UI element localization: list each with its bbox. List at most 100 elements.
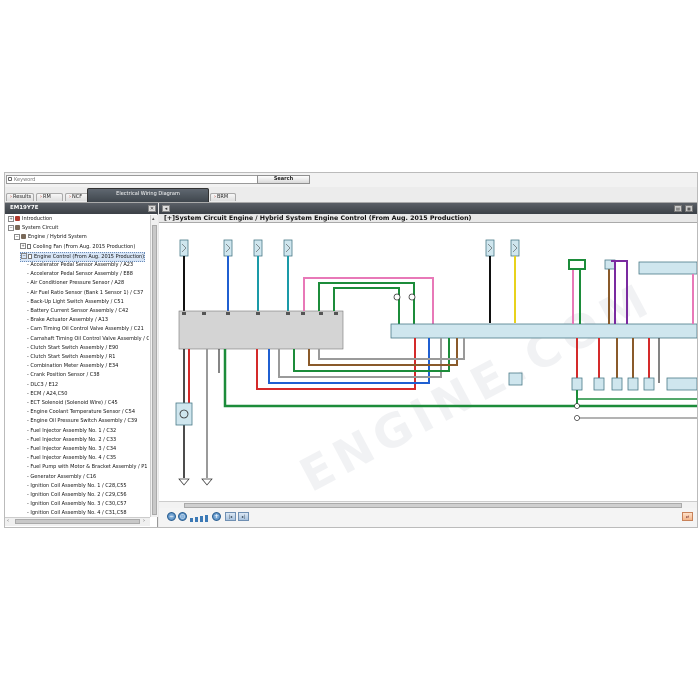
tree-item[interactable]: - Accelerator Pedal Sensor Assembly / A2…: [27, 261, 133, 269]
ecm-pin: [226, 312, 230, 315]
tree-item-label: - Engine Coolant Temperature Sensor / C5…: [27, 409, 136, 416]
wire-gray: [278, 338, 442, 378]
tab-results[interactable]: ›Results: [6, 193, 34, 201]
app-window: Search ›Results ›RM › NCF Electrical Wiri…: [4, 172, 698, 528]
tab-bar: ›Results ›RM › NCF Electrical Wiring Diag…: [5, 187, 697, 203]
connector-box: [666, 377, 697, 391]
tree-item[interactable]: - Engine Oil Pressure Switch Assembly / …: [27, 417, 137, 425]
close-icon[interactable]: ✕: [148, 205, 156, 212]
connector-box: [508, 372, 523, 386]
search-button[interactable]: Search: [257, 175, 310, 184]
expand-icon[interactable]: +: [20, 243, 26, 250]
tree-item[interactable]: - DLC3 / E12: [27, 381, 58, 389]
collapse-icon[interactable]: −: [21, 253, 27, 260]
book-icon: [21, 234, 26, 240]
tree-item[interactable]: - Accelerator Pedal Sensor Assembly / E8…: [27, 270, 133, 278]
sensor-symbol: [179, 409, 189, 419]
vertical-scrollbar[interactable]: ▴: [150, 215, 158, 517]
tree-item[interactable]: - Brake Actuator Assembly / A13: [27, 316, 108, 324]
tree-item[interactable]: - ECT Solenoid (Solenoid Wire) / C45: [27, 399, 118, 407]
tree-item-label: - ECM / A24,C50: [27, 390, 68, 397]
tree-item-label: - Fuel Pump with Motor & Bracket Assembl…: [27, 464, 148, 471]
tree-item[interactable]: - Ignition Coil Assembly No. 2 / C29,C56: [27, 491, 127, 499]
tree-item-label: - Cam Timing Oil Control Valve Assembly …: [27, 326, 144, 333]
tree-item[interactable]: −Engine / Hybrid System: [14, 233, 87, 241]
ecm-pin: [301, 312, 305, 315]
tree-item[interactable]: - Battery Current Sensor Assembly / C42: [27, 307, 128, 315]
tab-rm[interactable]: ›RM: [36, 193, 63, 201]
scroll-thumb[interactable]: [15, 519, 140, 524]
tree-item[interactable]: - Fuel Injector Assembly No. 1 / C32: [27, 427, 116, 435]
tree-item[interactable]: - Engine Coolant Temperature Sensor / C5…: [27, 408, 135, 416]
help-icon[interactable]: ⇄: [682, 512, 693, 521]
diagram-horizontal-scrollbar[interactable]: [159, 501, 697, 509]
zoom-level-bar[interactable]: [195, 517, 198, 522]
tree-item[interactable]: − System Circuit: [8, 224, 58, 232]
tree-item-label: - Crank Position Sensor / C38: [27, 372, 100, 379]
tree-item[interactable]: - Ignition Coil Assembly No. 3 / C30,C57: [27, 500, 127, 508]
save-icon[interactable]: ▦: [685, 205, 693, 212]
print-icon[interactable]: ▤: [674, 205, 682, 212]
zoom-level-bar[interactable]: [190, 518, 193, 522]
tree-item-label: - Generator Assembly / C16: [27, 473, 97, 480]
zoom-level-bar[interactable]: [200, 516, 203, 522]
tree-item[interactable]: - Fuel Pump with Motor & Bracket Assembl…: [27, 463, 147, 471]
ground-symbol: [178, 478, 190, 486]
wire-red: [256, 338, 416, 390]
tree-item[interactable]: - Air Conditioner Pressure Sensor / A28: [27, 279, 124, 287]
tab-label: NCF: [72, 194, 83, 200]
tree-item[interactable]: - Ignition Coil Assembly No. 1 / C28,C55: [27, 482, 127, 490]
chevron-right-icon[interactable]: ›: [143, 518, 145, 524]
fuse-box: [223, 239, 233, 257]
tree-item[interactable]: - Combination Meter Assembly / E34: [27, 362, 118, 370]
wiring-diagram[interactable]: ENGINE.COM: [159, 223, 697, 504]
tree-item[interactable]: +Introduction: [8, 215, 52, 223]
search-field[interactable]: [6, 175, 280, 184]
tree-item[interactable]: - ECM / A24,C50: [27, 390, 67, 398]
scroll-thumb[interactable]: [184, 503, 682, 508]
tree-item-label: - Ignition Coil Assembly No. 3 / C30,C57: [27, 501, 127, 508]
tree-item[interactable]: - Ignition Coil Assembly No. 4 / C31,C58: [27, 509, 127, 517]
tab-brm[interactable]: ›BRM: [210, 193, 236, 201]
page-icon: [27, 243, 31, 249]
first-page-icon[interactable]: |◂: [225, 512, 236, 521]
expand-icon[interactable]: +: [8, 215, 14, 222]
zoom-in-icon[interactable]: +: [212, 512, 221, 521]
tree-item[interactable]: - Fuel Injector Assembly No. 2 / C33: [27, 436, 116, 444]
last-page-icon[interactable]: ▸|: [238, 512, 249, 521]
tree-item-label: - Back-Up Light Switch Assembly / C51: [27, 298, 124, 305]
fuse-box: [510, 239, 520, 257]
tree-item[interactable]: +Cooling Fan (From Aug. 2015 Production): [20, 243, 135, 251]
tree-item[interactable]: −Engine Control (From Aug. 2015 Producti…: [20, 251, 146, 262]
search-input[interactable]: [14, 176, 274, 183]
collapse-icon[interactable]: −: [8, 224, 14, 231]
tree-item[interactable]: - Cam Timing Oil Control Valve Assembly …: [27, 325, 144, 333]
collapse-icon[interactable]: −: [14, 233, 20, 240]
diagram-toolbar: ◂ ▤ ▦: [159, 203, 697, 214]
scroll-thumb[interactable]: [152, 225, 157, 515]
search-bar: Search: [5, 173, 697, 187]
back-button[interactable]: ◂: [162, 205, 170, 212]
zoom-reset-icon[interactable]: ○: [178, 512, 187, 521]
ecm-pin: [182, 312, 186, 315]
tree-item-label: System Circuit: [22, 225, 59, 232]
chevron-left-icon[interactable]: ‹: [7, 518, 9, 524]
tree-item[interactable]: - Generator Assembly / C16: [27, 473, 96, 481]
tree-item[interactable]: - Clutch Start Switch Assembly / R1: [27, 353, 115, 361]
horizontal-scrollbar[interactable]: ‹ ›: [5, 517, 150, 526]
tree-item[interactable]: - Fuel Injector Assembly No. 3 / C34: [27, 445, 116, 453]
tree-item[interactable]: - Clutch Start Switch Assembly / E90: [27, 344, 118, 352]
chevron-right-icon: ›: [10, 194, 12, 200]
zoom-level-bar[interactable]: [205, 515, 208, 522]
tree-item[interactable]: - Fuel Injector Assembly No. 4 / C35: [27, 454, 116, 462]
tree-item[interactable]: - Air Fuel Ratio Sensor (Bank 1 Sensor 1…: [27, 289, 143, 297]
tree-item[interactable]: - Camshaft Timing Oil Control Valve Asse…: [27, 335, 149, 343]
tree-item[interactable]: - Crank Position Sensor / C38: [27, 371, 100, 379]
tab-electrical-wiring-diagram[interactable]: Electrical Wiring Diagram: [87, 188, 209, 202]
connector-box: [643, 377, 655, 391]
ecm-block: [178, 310, 344, 350]
tree-item[interactable]: - Back-Up Light Switch Assembly / C51: [27, 298, 124, 306]
chevron-up-icon[interactable]: ▴: [152, 216, 155, 222]
zoom-out-icon[interactable]: −: [167, 512, 176, 521]
zoom-toolbar: − ○ + |◂ ▸| ⇄: [159, 508, 697, 527]
